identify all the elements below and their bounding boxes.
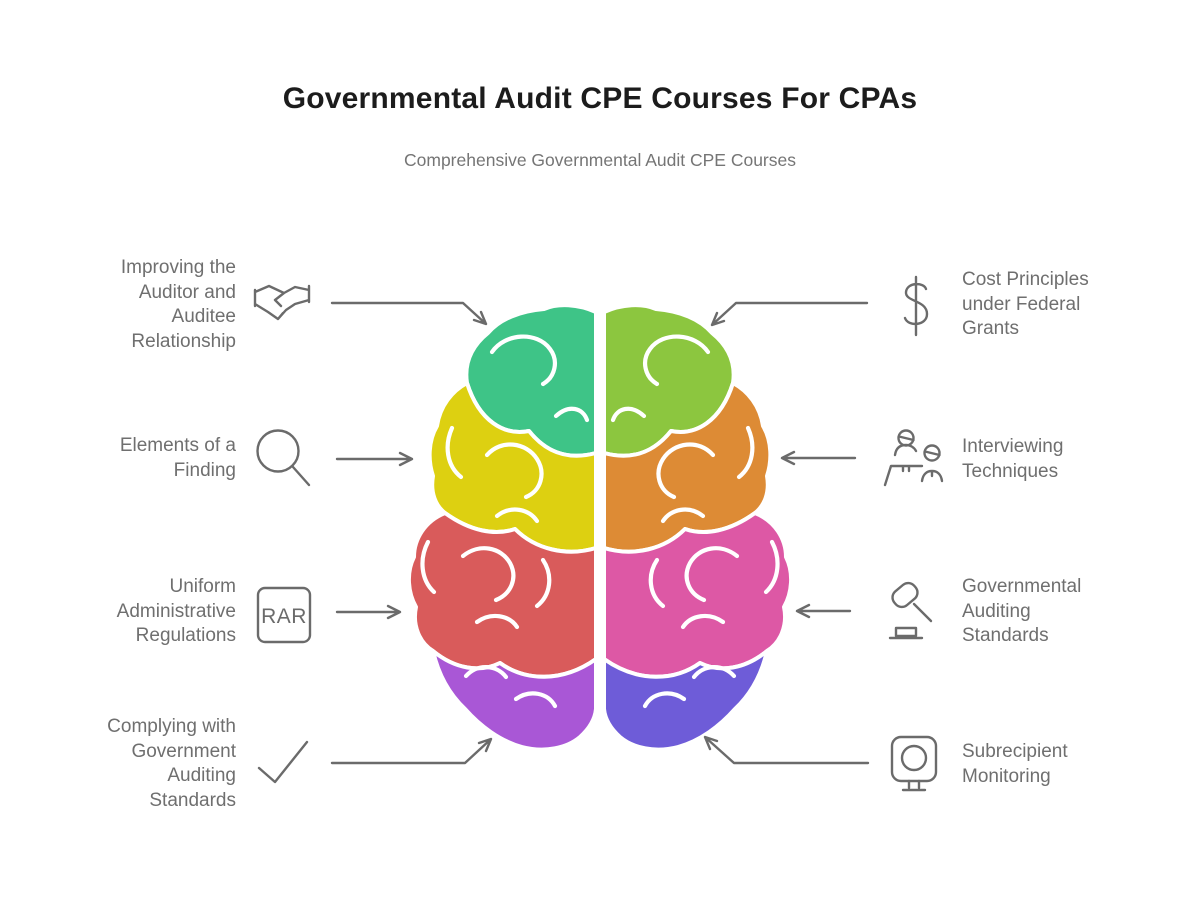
arrow-uniform-regulations — [335, 604, 402, 620]
arrow-complying-standards — [330, 737, 493, 765]
handshake-icon — [253, 284, 311, 321]
dollar-icon — [903, 275, 929, 337]
page-subtitle: Comprehensive Governmental Audit CPE Cou… — [404, 150, 796, 170]
brain-left-hemisphere — [406, 303, 598, 752]
label-improving-relationship: Improving the Auditor and Auditee Relati… — [120, 257, 236, 352]
label-gov-audit-standards: Governmental Auditing Standards — [962, 576, 1082, 646]
rar-document-icon: RAR — [256, 586, 312, 644]
label-elements-finding: Elements of a Finding — [119, 435, 236, 481]
label-uniform-regulations: Uniform Administrative Regulations — [116, 576, 236, 646]
arrow-interviewing — [780, 450, 857, 466]
rar-document-label: RAR — [261, 605, 307, 628]
label-interviewing: Interviewing Techniques — [962, 436, 1064, 482]
label-cost-principles: Cost Principles under Federal Grants — [962, 269, 1089, 339]
arrow-improving-relationship — [330, 301, 488, 326]
arrow-subrecipient-monitoring — [703, 735, 870, 765]
gavel-icon — [888, 581, 933, 640]
magnifier-icon — [256, 429, 311, 487]
arrow-cost-principles — [710, 301, 869, 327]
monitor-icon — [890, 735, 938, 792]
arrow-gov-audit-standards — [795, 603, 852, 619]
label-complying-standards: Complying with Government Auditing Stand… — [107, 716, 236, 811]
arrow-elements-finding — [335, 451, 414, 467]
interview-icon — [883, 429, 944, 487]
label-subrecipient-monitoring: Subrecipient Monitoring — [962, 741, 1068, 787]
checkmark-icon — [257, 740, 309, 784]
page-title: Governmental Audit CPE Courses For CPAs — [282, 82, 918, 115]
brain-right-hemisphere — [602, 303, 794, 752]
connector-arrows — [330, 301, 870, 765]
